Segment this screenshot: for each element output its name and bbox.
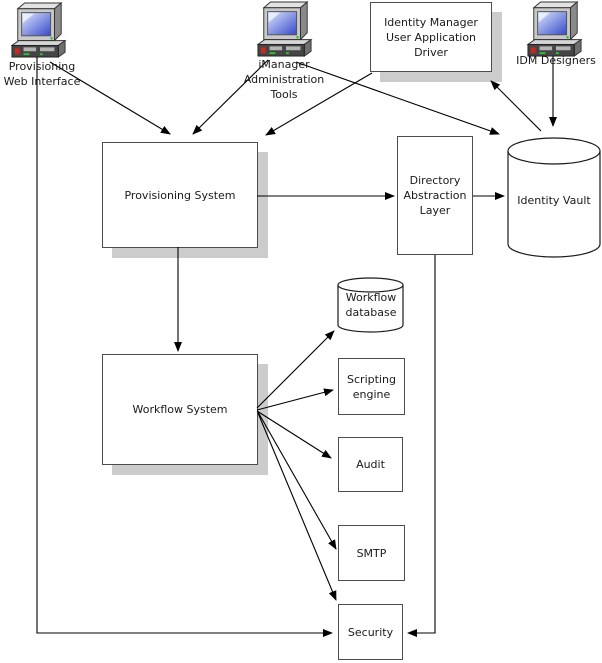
edge-workflow-system-to-security — [257, 412, 337, 601]
node-label: Directory Abstraction Layer — [403, 174, 467, 217]
audit: Audit — [338, 437, 403, 492]
node-label: Security — [347, 625, 394, 639]
identity-manager-user-application-driver: Identity Manager User Application Driver — [370, 2, 492, 72]
edge-workflow-system-to-workflow-database — [256, 330, 335, 409]
idm-designers-computer — [524, 1, 586, 61]
edge-workflow-system-to-scripting-engine — [256, 388, 334, 411]
idm-designers-label: IDM Designers — [516, 54, 596, 67]
provisioning-web-interface-computer — [8, 2, 70, 62]
edge-workflow-system-to-smtp — [257, 411, 337, 550]
provisioning-web-interface-label: Provisioning Web Interface — [3, 60, 81, 88]
directory-abstraction-layer: Directory Abstraction Layer — [397, 136, 473, 255]
provisioning-system: Provisioning System — [102, 142, 258, 248]
computer-icon — [8, 2, 70, 58]
scripting-engine: Scripting engine — [338, 358, 405, 415]
edge-workflow-system-to-audit — [256, 410, 332, 459]
node-label: SMTP — [356, 546, 387, 560]
imanager-administration-tools-label: iManager Administration Tools — [243, 58, 325, 101]
imanager-computer — [254, 1, 316, 61]
node-label: Workflow System — [132, 403, 228, 416]
node-label: Scripting engine — [347, 372, 396, 401]
node-label: Audit — [356, 458, 385, 471]
edge-identity-vault-to-user-application-driver — [490, 80, 542, 132]
identity-vault-label: Identity Vault — [517, 194, 591, 207]
security: Security — [338, 604, 403, 660]
smtp: SMTP — [338, 525, 405, 581]
edge-directory-abstraction-layer-to-security — [407, 255, 436, 637]
computer-icon — [524, 1, 586, 57]
node-label: Identity Manager User Application Driver — [384, 15, 478, 59]
workflow-database-label: Workflow database — [345, 291, 397, 319]
computer-icon — [254, 1, 316, 57]
node-label: Provisioning System — [124, 188, 236, 202]
workflow-system: Workflow System — [102, 354, 258, 465]
